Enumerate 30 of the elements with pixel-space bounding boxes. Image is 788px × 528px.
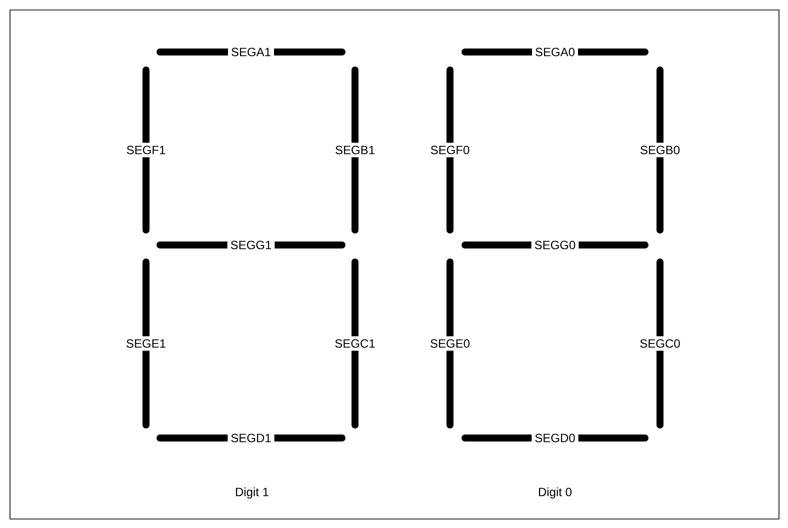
segment-bar: SEGA0	[462, 44, 648, 60]
node-label: SEGG0	[534, 240, 576, 250]
node-label: SEGE0	[430, 339, 470, 348]
node-label: SEGB0	[640, 146, 680, 154]
node-label: SEGB1	[336, 146, 374, 154]
node-label: SEGE1	[126, 339, 166, 348]
node-label: SEGF1	[126, 146, 166, 154]
segment-bar: SEGD1	[156, 430, 346, 446]
segment-bar: SEGG0	[462, 238, 648, 252]
segment-bar: SEGB1	[332, 66, 378, 234]
segment-bar: SEGB0	[636, 66, 683, 234]
segment-bar: SEGD0	[462, 430, 648, 446]
node-label: SEGC1	[335, 339, 375, 348]
node-label: SEGA1	[232, 48, 270, 56]
digit-label: Digit 1	[236, 487, 268, 499]
segment-bar: SEGG1	[156, 238, 346, 252]
segment-bar: SEGA1	[156, 44, 346, 60]
segment-bar: SEGF1	[123, 66, 169, 234]
segment-bar: SEGC0	[636, 258, 684, 428]
node-label: SEGG1	[230, 240, 272, 250]
segment-bar: SEGF0	[427, 66, 473, 234]
segment-bar: SEGC1	[332, 258, 378, 428]
node-label: SEGF0	[430, 146, 470, 154]
segment-bar: SEGE0	[427, 258, 473, 428]
segment-bar: SEGE1	[123, 258, 170, 428]
node-label: SEGD0	[535, 434, 575, 442]
node-label: SEGC0	[640, 339, 680, 348]
digit-label: Digit 0	[538, 487, 572, 499]
node-label: SEGD1	[231, 434, 271, 442]
node-label: SEGA0	[536, 48, 575, 56]
